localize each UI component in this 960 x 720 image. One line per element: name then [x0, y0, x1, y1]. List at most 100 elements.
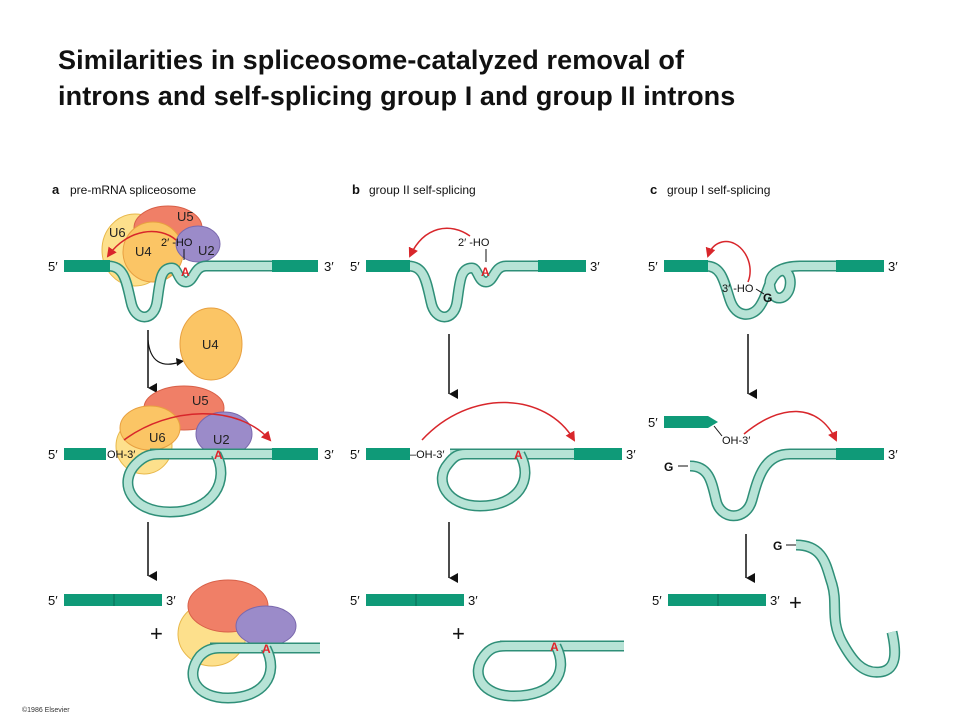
c2-five: 5′ [648, 415, 658, 430]
u4-label: U4 [135, 244, 152, 259]
five-prime-3: 5′ [48, 593, 58, 608]
copyright: ©1986 Elsevier [22, 706, 70, 714]
panel-b-lariat-step: 5′ 3′ –OH-3′ A [350, 401, 636, 512]
b-ho2: 2′ -HO [458, 237, 490, 249]
b-three: 3′ [590, 259, 600, 274]
c-guanosine: G [763, 291, 772, 305]
intron-tube [107, 262, 272, 321]
c2-exon-5 [664, 416, 718, 428]
c-exon-3 [836, 260, 884, 272]
b2-exon-3 [574, 448, 622, 460]
b-red-arrow [408, 227, 471, 258]
release-arrowhead [176, 358, 184, 366]
b3-exon-2 [416, 594, 464, 606]
c3-five: 5′ [652, 593, 662, 608]
branch-a: A [181, 265, 190, 279]
branch-a-3: A [262, 642, 271, 656]
c2-oh-tick [713, 425, 723, 437]
c-intron [705, 262, 838, 319]
released-u4 [179, 307, 243, 381]
exon-5 [64, 260, 110, 272]
c-five: 5′ [648, 259, 658, 274]
branch-a-2: A [214, 448, 223, 462]
c-exon-5 [664, 260, 708, 272]
b-branch-a: A [481, 265, 490, 279]
plus-c: + [789, 590, 802, 615]
u2-label-2: U2 [213, 432, 230, 447]
excised-lariat-a: A [177, 579, 320, 704]
exon-3-2 [272, 448, 318, 460]
c2-three: 3′ [888, 447, 898, 462]
ligated-exon-a1 [64, 594, 114, 606]
c-ho3: 3′ -HO [722, 283, 754, 295]
b3-five: 5′ [350, 593, 360, 608]
three-prime-2: 3′ [324, 447, 334, 462]
title-line-2: introns and self-splicing group I and gr… [58, 81, 736, 111]
c3-three: 3′ [770, 593, 780, 608]
u2-snrnp [175, 225, 221, 263]
c-red-arrow [705, 240, 751, 283]
panel-a-lariat-step: U5 U6 U2 5′ 3′ OH-3′ A [48, 385, 334, 518]
b-exon-3 [538, 260, 586, 272]
b2-oh3: –OH-3′ [410, 449, 444, 461]
panel-a-premrna: U5 U6 U4 U2 2′ -HO 5′ 3′ A [48, 205, 334, 323]
b2-red-arrow [421, 401, 576, 442]
panel-c-letter: c [650, 182, 657, 197]
b-exon-5 [366, 260, 410, 272]
c2-oh3: OH-3′ [722, 435, 750, 447]
three-prime: 3′ [324, 259, 334, 274]
exon-3 [272, 260, 318, 272]
red-arrow-2 [123, 413, 272, 442]
b2-five: 5′ [350, 447, 360, 462]
u6-label-2: U6 [149, 430, 166, 445]
ho2-label: 2′ -HO [161, 237, 193, 249]
u6-label: U6 [109, 225, 126, 240]
figure-title: Similarities in spliceosome-catalyzed re… [58, 42, 938, 114]
c-three: 3′ [888, 259, 898, 274]
plus-b: + [452, 621, 465, 646]
b3-three: 3′ [468, 593, 478, 608]
c3-released-intron: G [773, 539, 901, 678]
plus-a: + [150, 621, 163, 646]
c3-intron [795, 541, 899, 677]
exon-5-2 [64, 448, 106, 460]
c-ho-tick [755, 288, 765, 295]
released-u4-label: U4 [202, 337, 219, 352]
red-attack-arrow [106, 230, 177, 258]
panel-a-label: pre-mRNA spliceosome [70, 183, 196, 197]
u2-label: U2 [198, 243, 215, 258]
c3-exon-2 [718, 594, 766, 606]
release-curve [147, 339, 181, 365]
b-intron [407, 262, 540, 321]
oh3-label: OH-3′ [107, 449, 135, 461]
b2-exon-5 [366, 448, 410, 460]
b3-excised-lariat: A [472, 640, 624, 702]
panel-c-label: group I self-splicing [667, 183, 770, 197]
u2-snrnp-3 [235, 605, 297, 647]
panel-a-letter: a [52, 182, 60, 197]
b3-branch-a: A [550, 640, 559, 654]
panel-c-premrna: 5′ 3′ 3′ -HO G [648, 240, 898, 320]
u5-label: U5 [177, 209, 194, 224]
three-prime-3: 3′ [166, 593, 176, 608]
panel-b-premrna: 5′ 3′ 2′ -HO A [350, 227, 600, 323]
c2-red-arrow [743, 410, 838, 442]
five-prime: 5′ [48, 259, 58, 274]
b-five: 5′ [350, 259, 360, 274]
b2-loop [438, 450, 529, 511]
u5-label-2: U5 [192, 393, 209, 408]
c3-guanosine: G [773, 539, 782, 553]
ligated-exon-a2 [114, 594, 162, 606]
c2-intron [689, 450, 838, 520]
b2-branch-a: A [514, 448, 523, 462]
title-line-1: Similarities in spliceosome-catalyzed re… [58, 45, 685, 75]
loop-a3 [188, 644, 275, 703]
panel-c-step2: 5′ OH-3′ 3′ G [648, 410, 898, 522]
panel-b-label: group II self-splicing [369, 183, 476, 197]
b2-three: 3′ [626, 447, 636, 462]
c3-exon-1 [668, 594, 718, 606]
b3-exon-1 [366, 594, 416, 606]
lariat-loop [123, 450, 225, 517]
five-prime-2: 5′ [48, 447, 58, 462]
